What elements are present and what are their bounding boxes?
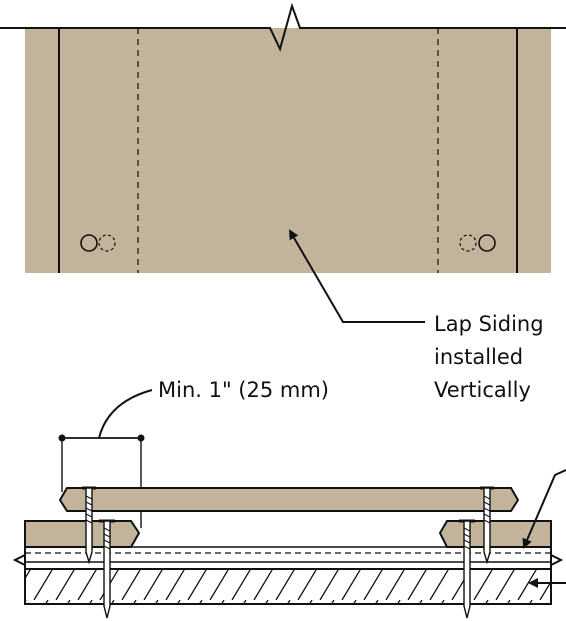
nail-icon — [480, 486, 494, 565]
elevation-view — [0, 2, 566, 273]
left-break-line — [12, 521, 26, 604]
siding-panel — [25, 28, 551, 273]
fastener-hole-icon — [80, 234, 98, 252]
siding-callout-line1: Lap Siding — [434, 312, 544, 336]
fastener-hole-icon — [478, 234, 496, 252]
hidden-fastener-hole-icon — [459, 234, 477, 252]
nail-icon — [99, 519, 115, 619]
lower-siding-board-left — [24, 520, 141, 548]
right-break-line — [550, 521, 564, 604]
dimension-leader — [98, 389, 153, 439]
siding-callout-line3: Vertically — [434, 378, 531, 402]
siding-callout-arrow — [288, 229, 425, 323]
hidden-fastener-hole-icon — [98, 234, 116, 252]
dimension-label: Min. 1" (25 mm) — [158, 378, 329, 402]
top-siding-board — [58, 487, 520, 512]
barrier-callout-arrow — [522, 469, 566, 549]
section-view: Min. 1" (25 mm) — [12, 378, 566, 619]
nail-icon — [459, 519, 475, 619]
nail-icon — [82, 486, 96, 565]
siding-callout-line2: installed — [434, 345, 523, 369]
top-break-line — [0, 2, 566, 52]
